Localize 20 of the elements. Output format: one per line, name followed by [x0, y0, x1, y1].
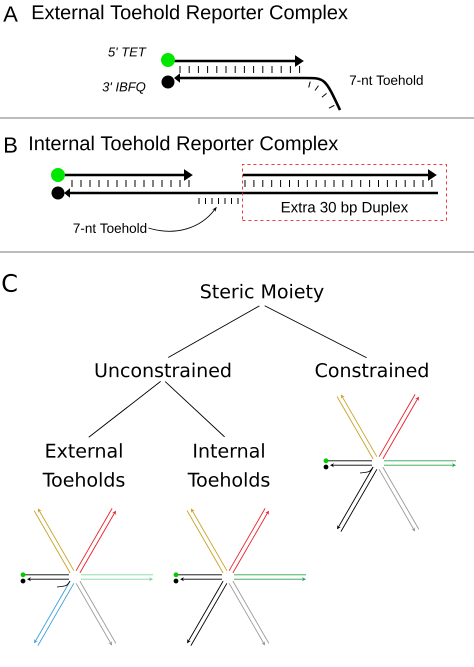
category-label: Internal Toeholds — [188, 443, 270, 487]
toehold-ticks — [198, 198, 238, 204]
tree-line — [168, 305, 260, 358]
panel-title: External Toehold Reporter Complex — [32, 4, 348, 24]
category-label: External Toeholds — [42, 443, 124, 487]
tree-line — [164, 381, 226, 438]
end-label: 3' IBFQ — [102, 82, 146, 94]
category-label: Unconstrained — [96, 362, 230, 378]
category-label: Steric Moiety — [201, 284, 324, 302]
toehold-label: 7-nt Toehold — [350, 75, 423, 85]
panel-letter: B — [5, 137, 17, 153]
tree-line — [264, 305, 368, 358]
category-label: Constrained — [316, 362, 428, 378]
end-label: 5' TET — [108, 47, 147, 57]
duplex-region-box: Extra 30 bp Duplex — [242, 164, 447, 221]
tree-line — [88, 380, 162, 438]
panel-letter: A — [3, 6, 18, 22]
panel-letter: C — [2, 274, 17, 292]
toehold-label: 7-nt Toehold — [74, 223, 146, 233]
panel-title: Internal Toehold Reporter Complex — [30, 136, 338, 154]
